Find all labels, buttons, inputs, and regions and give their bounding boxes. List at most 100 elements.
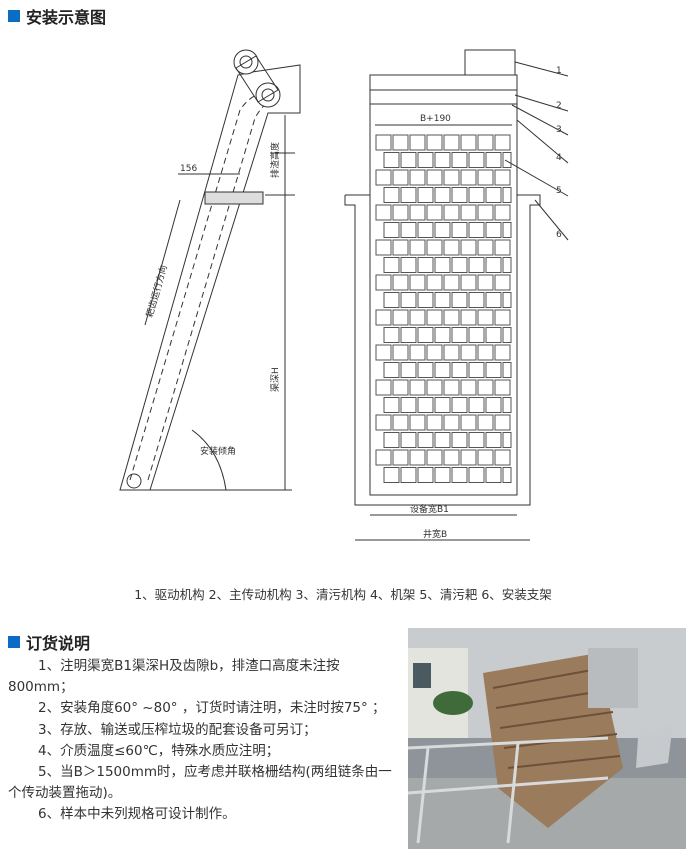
- grid-tooth: [485, 432, 502, 448]
- section-marker-icon: [8, 10, 20, 22]
- grid-tooth: [383, 432, 400, 448]
- grid-tooth: [417, 257, 434, 273]
- grid-tooth: [392, 449, 409, 466]
- grid-tooth: [485, 187, 502, 203]
- grid-tooth: [417, 327, 434, 343]
- grid-tooth: [434, 397, 451, 413]
- grid-tooth: [375, 309, 392, 326]
- grid-tooth: [477, 204, 494, 221]
- grid-tooth: [383, 397, 400, 413]
- grid-tooth: [400, 362, 417, 378]
- grid-tooth: [443, 379, 460, 396]
- grid-tooth: [443, 309, 460, 326]
- grid-tooth: [392, 134, 409, 151]
- grid-tooth: [375, 169, 392, 186]
- grid-tooth: [409, 204, 426, 221]
- grid-tooth: [460, 449, 477, 466]
- grid-tooth: [468, 327, 485, 343]
- dim-b190-label: B+190: [420, 114, 451, 124]
- grid-tooth: [477, 274, 494, 291]
- grid-tooth: [383, 152, 400, 168]
- grid-tooth: [392, 169, 409, 186]
- grid-tooth: [502, 327, 512, 343]
- grid-tooth: [460, 204, 477, 221]
- grid-tooth: [485, 362, 502, 378]
- grid-tooth: [434, 432, 451, 448]
- callout-leader: [514, 94, 569, 112]
- callout-leader: [514, 61, 569, 77]
- grid-tooth: [400, 432, 417, 448]
- grid-tooth: [502, 362, 512, 378]
- grid-tooth: [460, 274, 477, 291]
- side-view: 156 排渣高度 渠深H 耙齿运行方向 安装倾角: [119, 49, 301, 491]
- grid-tooth: [460, 309, 477, 326]
- grid-tooth: [426, 449, 443, 466]
- grid-tooth: [375, 134, 392, 151]
- grid-tooth: [400, 397, 417, 413]
- grid-tooth: [477, 239, 494, 256]
- grid-tooth: [502, 467, 512, 483]
- grid-tooth: [502, 397, 512, 413]
- callout-leader: [511, 104, 569, 136]
- grid-tooth: [400, 292, 417, 308]
- callout-number: 5: [556, 186, 562, 196]
- grid-tooth: [375, 414, 392, 431]
- section-order-header: 订货说明: [8, 630, 90, 654]
- grid-tooth: [400, 257, 417, 273]
- note-item: 2、安装角度60° ~80° ，订货时请注明，未注时按75° ；: [38, 700, 386, 717]
- grid-tooth: [434, 152, 451, 168]
- grid-tooth: [494, 414, 511, 431]
- channel-depth-label: 渠深H: [269, 367, 281, 392]
- grid-tooth: [502, 257, 512, 273]
- grid-tooth: [494, 344, 511, 361]
- grid-tooth: [434, 187, 451, 203]
- grid-tooth: [468, 432, 485, 448]
- callout-number: 6: [556, 230, 562, 240]
- grid-tooth: [485, 292, 502, 308]
- grid-tooth: [460, 134, 477, 151]
- grid-tooth: [443, 169, 460, 186]
- installation-diagram: 156 排渣高度 渠深H 耙齿运行方向 安装倾角 B+190 设备宽B1 井宽B…: [119, 49, 569, 541]
- grid-tooth: [468, 222, 485, 238]
- grid-tooth: [468, 397, 485, 413]
- grid-tooth: [468, 257, 485, 273]
- note-item: 1、注明渠宽B1渠深H及齿隙b，排渣口高度未注按800mm；: [8, 658, 340, 696]
- grid-tooth: [477, 309, 494, 326]
- grid-tooth: [451, 397, 468, 413]
- grid-tooth: [460, 239, 477, 256]
- grid-tooth: [426, 204, 443, 221]
- grid-tooth: [409, 344, 426, 361]
- section-marker-icon: [8, 636, 20, 648]
- grid-tooth: [451, 222, 468, 238]
- grid-tooth: [494, 379, 511, 396]
- grid-tooth: [426, 134, 443, 151]
- grid-tooth: [502, 187, 512, 203]
- grid-tooth: [383, 257, 400, 273]
- grid-tooth: [443, 274, 460, 291]
- grid-tooth: [477, 169, 494, 186]
- grid-tooth: [417, 362, 434, 378]
- grid-tooth: [502, 432, 512, 448]
- callout-leader: [504, 159, 569, 197]
- grid-tooth: [417, 222, 434, 238]
- grid-tooth: [409, 169, 426, 186]
- grid-tooth: [451, 432, 468, 448]
- grid-tooth: [417, 292, 434, 308]
- grid-tooth: [409, 414, 426, 431]
- grid-tooth: [434, 467, 451, 483]
- product-photo: [408, 628, 686, 849]
- note-item: 4、介质温度≤60℃，特殊水质应注明；: [38, 742, 280, 759]
- grid-tooth: [417, 397, 434, 413]
- grid-tooth: [409, 309, 426, 326]
- grid-tooth: [409, 274, 426, 291]
- grid-tooth: [460, 169, 477, 186]
- grid-tooth: [426, 344, 443, 361]
- grid-tooth: [375, 239, 392, 256]
- grid-tooth: [443, 134, 460, 151]
- section-title: 安装示意图: [26, 8, 107, 27]
- grid-tooth: [426, 169, 443, 186]
- grid-tooth: [409, 449, 426, 466]
- grid-tooth: [451, 257, 468, 273]
- grid-tooth: [392, 379, 409, 396]
